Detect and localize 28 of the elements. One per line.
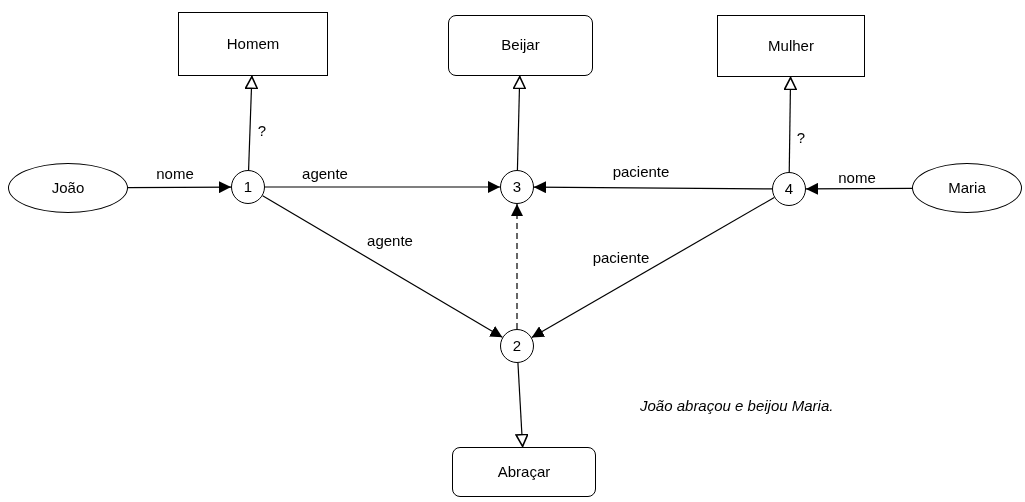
node-label: 3 [512, 176, 522, 197]
relation-box [452, 447, 596, 497]
relation-box [448, 15, 593, 76]
caption-sentence: João abraçou e beijou Maria. [640, 396, 834, 416]
node-label: Mulher [768, 35, 814, 56]
arrow [783, 76, 797, 173]
arrow [511, 203, 523, 330]
concept-box [717, 15, 865, 77]
arrow [512, 75, 527, 171]
arrow [244, 75, 259, 171]
node-label: Abraçar [497, 461, 551, 482]
node-label: Homem [226, 33, 280, 54]
arrow [515, 362, 529, 448]
arrow [264, 181, 501, 193]
edge-label: paciente [590, 249, 652, 265]
arrow [531, 196, 775, 339]
node-label: 2 [512, 335, 522, 356]
arrow [127, 181, 232, 194]
node-label: 1 [243, 176, 253, 197]
arrow [262, 195, 503, 338]
node-label: Maria [948, 177, 986, 198]
arrow [533, 181, 773, 194]
node-label: 4 [784, 178, 794, 199]
edge-label: paciente [610, 163, 672, 179]
concept-box [178, 12, 328, 76]
node-label: Beijar [501, 35, 540, 56]
node-label: João [51, 177, 85, 198]
arrow [805, 182, 913, 195]
